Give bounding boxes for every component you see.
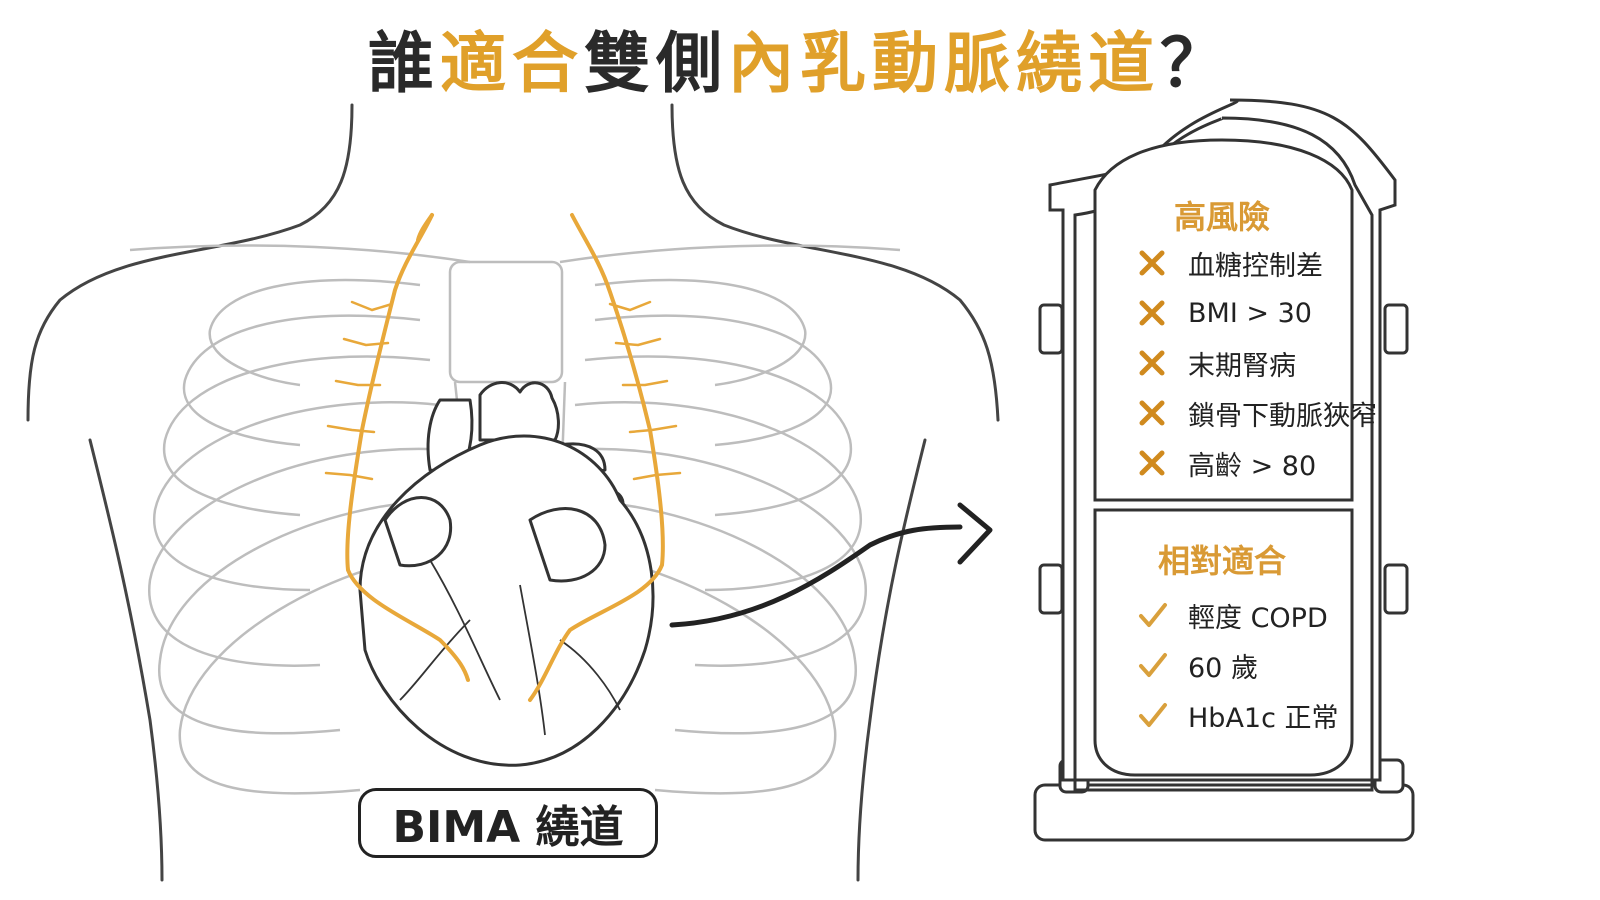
panel-frame bbox=[1033, 98, 1415, 842]
high-risk-item: 血糖控制差 bbox=[1138, 243, 1323, 283]
check-icon bbox=[1138, 601, 1188, 629]
suitable-item: HbA1c 正常 bbox=[1138, 695, 1339, 735]
suitable-item-label: 輕度 COPD bbox=[1188, 602, 1328, 634]
high-risk-item-label: 末期腎病 bbox=[1188, 350, 1296, 382]
title-part: 誰 bbox=[368, 25, 440, 102]
x-icon bbox=[1138, 399, 1188, 427]
internal-mammary-arteries-icon bbox=[324, 213, 682, 702]
high-risk-item-label: BMI > 30 bbox=[1188, 297, 1312, 329]
high-risk-item: 高齡 > 80 bbox=[1138, 443, 1316, 483]
check-icon bbox=[1138, 651, 1188, 679]
title-part: ？ bbox=[1160, 25, 1232, 102]
high-risk-item: BMI > 30 bbox=[1138, 293, 1312, 333]
high-risk-item-label: 鎖骨下動脈狹窄 bbox=[1188, 400, 1377, 432]
title-part: 適合 bbox=[440, 25, 584, 102]
suitable-item-label: HbA1c 正常 bbox=[1188, 702, 1339, 734]
high-risk-title: 高風險 bbox=[1173, 198, 1270, 236]
suitable-item: 輕度 COPD bbox=[1138, 595, 1328, 635]
bima-label: BIMA 繞道 bbox=[358, 788, 658, 858]
x-icon bbox=[1138, 249, 1188, 277]
high-risk-item-label: 高齡 > 80 bbox=[1188, 450, 1317, 482]
high-risk-item-label: 血糖控制差 bbox=[1188, 250, 1323, 282]
title-part: 內乳動脈繞道 bbox=[728, 25, 1160, 102]
suitable-item: 60 歲 bbox=[1138, 645, 1258, 685]
high-risk-item: 鎖骨下動脈狹窄 bbox=[1138, 393, 1377, 433]
suitable-title: 相對適合 bbox=[1157, 542, 1286, 580]
check-icon bbox=[1138, 701, 1188, 729]
suitable-item-label: 60 歲 bbox=[1188, 652, 1258, 684]
page-title: 誰適合雙側內乳動脈繞道？ bbox=[0, 10, 1600, 106]
x-icon bbox=[1138, 449, 1188, 477]
x-icon bbox=[1138, 299, 1188, 327]
x-icon bbox=[1138, 349, 1188, 377]
high-risk-item: 末期腎病 bbox=[1138, 343, 1296, 383]
arrow-right-icon bbox=[669, 502, 993, 628]
title-part: 雙側 bbox=[584, 25, 728, 102]
torso-icon bbox=[26, 103, 1000, 882]
heart-icon bbox=[358, 381, 655, 767]
